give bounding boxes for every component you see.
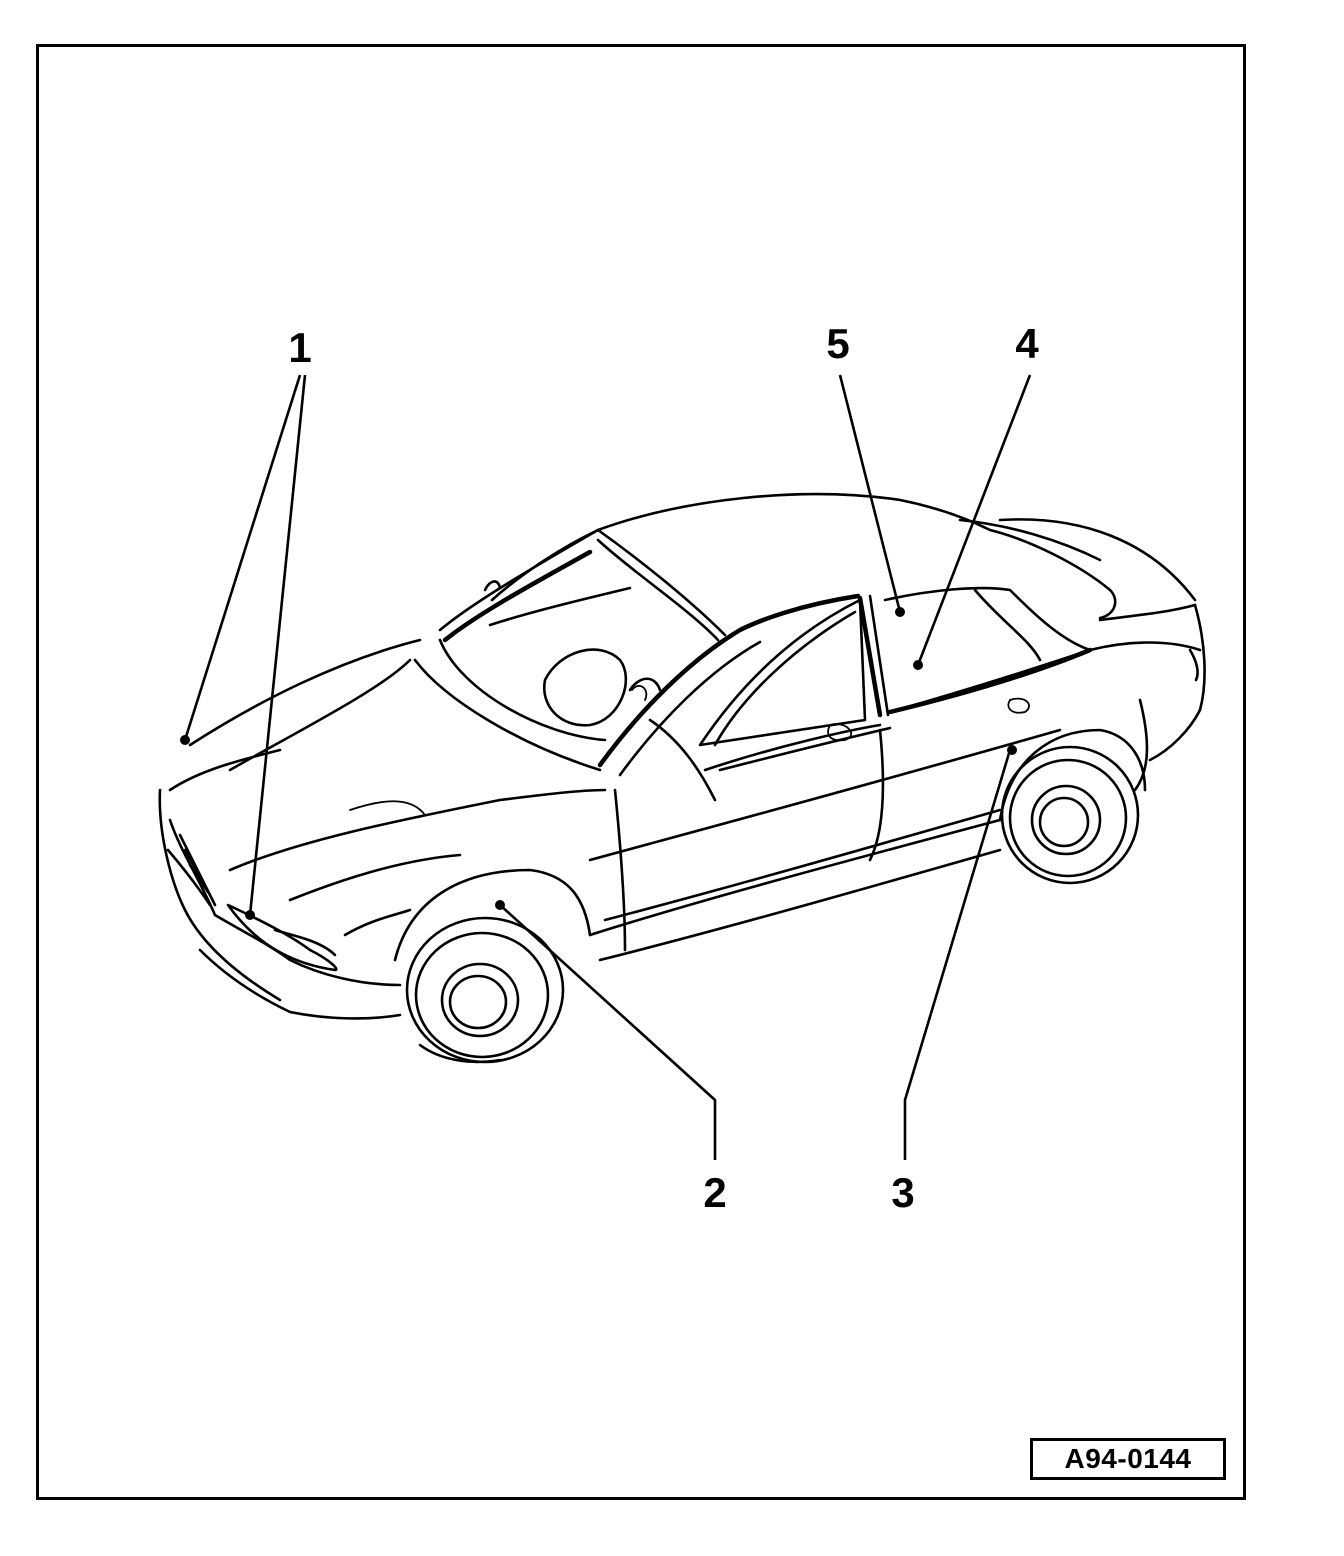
- reference-code-box: A94-0144: [1030, 1438, 1226, 1480]
- reference-code: A94-0144: [1064, 1443, 1192, 1474]
- car-illustration: [158, 492, 1206, 1064]
- callout-4: 4: [1015, 320, 1039, 367]
- callout-2: 2: [703, 1169, 726, 1216]
- diagram-frame: [36, 44, 1246, 1500]
- callout-5: 5: [826, 320, 849, 367]
- callout-1: 1: [288, 324, 311, 371]
- callout-3: 3: [891, 1169, 914, 1216]
- leader-lines: [180, 374, 1032, 1160]
